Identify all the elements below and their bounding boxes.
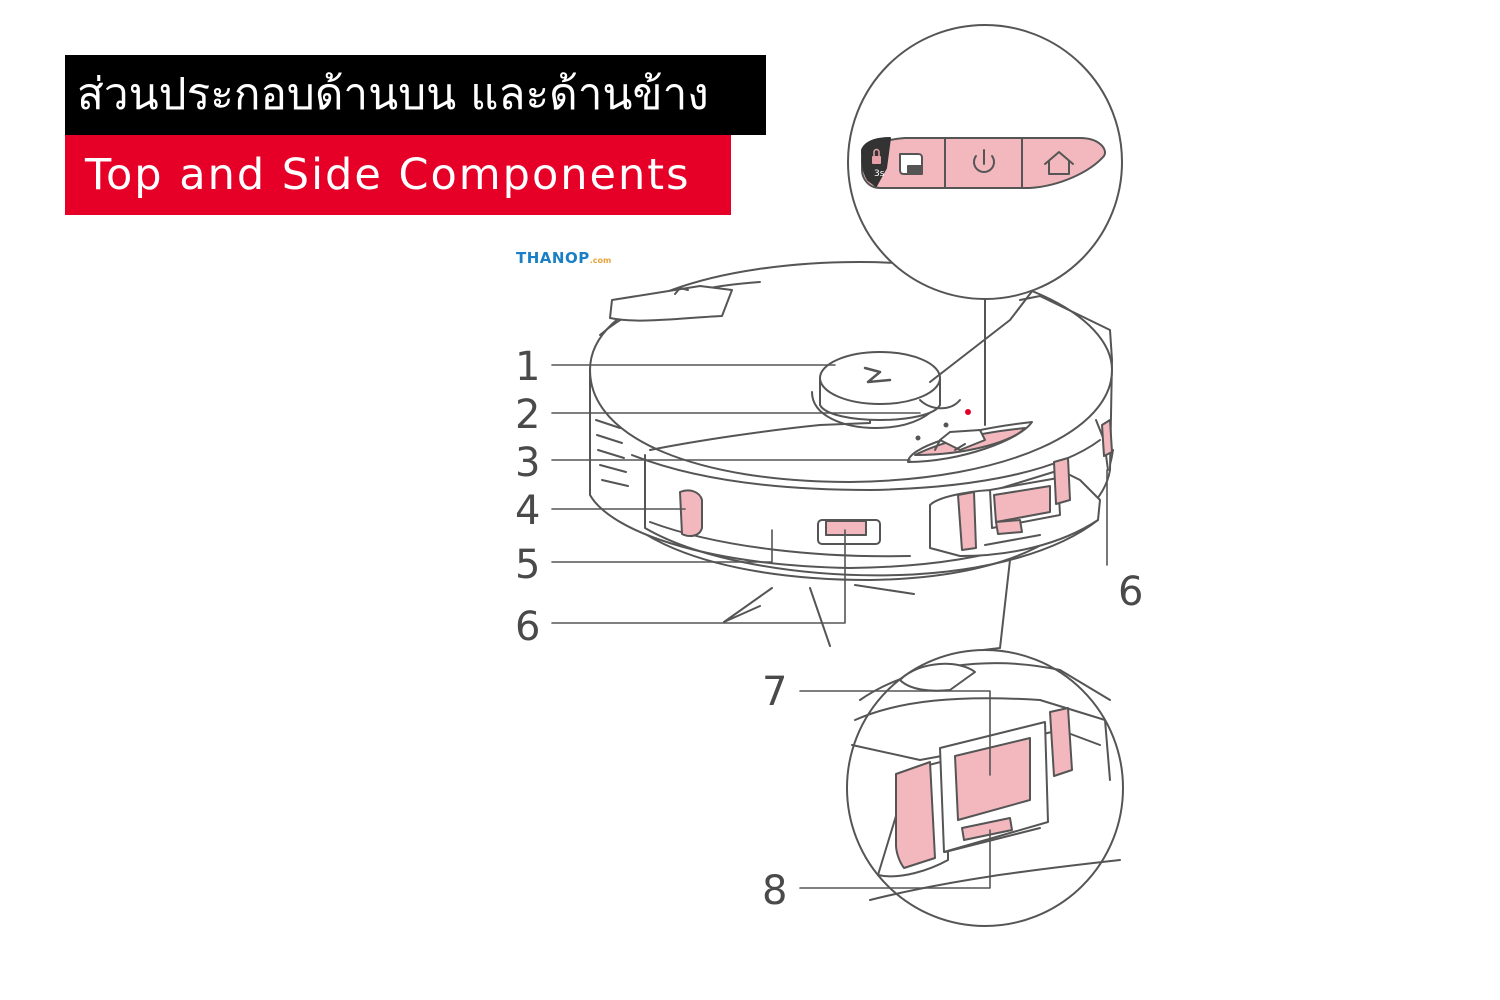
callout-numbers: 1 2 3 4 5 6 6 7 8 (515, 344, 1143, 914)
title-thai: ส่วนประกอบด้านบน และด้านข้าง (65, 55, 766, 135)
callout-1: 1 (515, 344, 540, 390)
zoom-side-detail (846, 559, 1124, 927)
callout-6-side: 6 (1118, 569, 1143, 615)
callout-4: 4 (515, 488, 540, 534)
side-brush (723, 584, 915, 647)
callout-5: 5 (515, 542, 540, 588)
zoom-control-panel (847, 24, 1123, 426)
logo-text: THANOP (516, 249, 590, 267)
callout-6-front: 6 (515, 604, 540, 650)
robot-body (589, 261, 1114, 647)
logo-suffix: .com (589, 256, 612, 265)
callout-2: 2 (515, 392, 540, 438)
lock-icon-label: 3s (874, 169, 885, 179)
thanop-logo: THANOP.com (516, 249, 611, 267)
callout-3: 3 (515, 440, 540, 486)
callout-7: 7 (762, 669, 787, 715)
callout-8: 8 (762, 868, 787, 914)
title-english: Top and Side Components (65, 135, 731, 215)
lock-icon (872, 148, 881, 164)
callout-lines (551, 364, 1108, 889)
